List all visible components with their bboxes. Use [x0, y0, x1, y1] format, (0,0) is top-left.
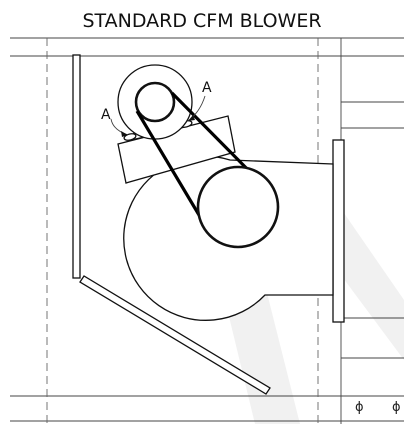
- outlet-flange: [332, 139, 345, 323]
- svg-text:A: A: [202, 80, 212, 96]
- callout-a-left: A: [101, 107, 129, 137]
- vertical-plate: [72, 54, 81, 279]
- blower-pulley: [196, 165, 280, 249]
- motor-base: [117, 115, 236, 184]
- motor-pulley: [117, 64, 193, 140]
- phase-symbol: ϕ: [355, 400, 364, 415]
- callout-a-right: A: [187, 80, 212, 122]
- svg-text:A: A: [101, 107, 111, 123]
- phase-symbol: ϕ: [392, 400, 401, 415]
- angled-plate: [79, 275, 271, 395]
- diagram-title: STANDARD CFM BLOWER: [82, 10, 321, 32]
